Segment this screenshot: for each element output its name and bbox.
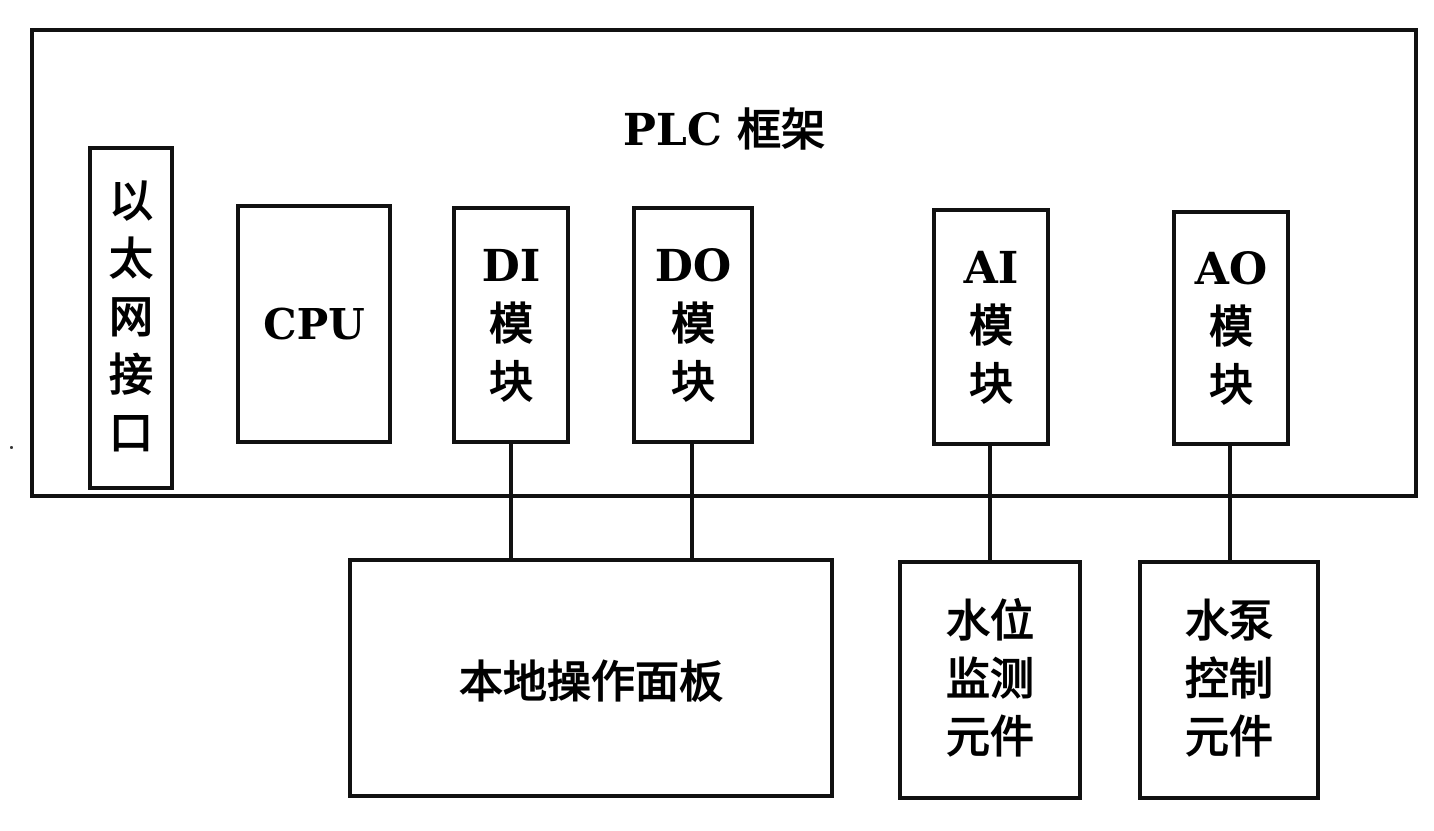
local-operation-panel-label: 本地操作面板 (459, 657, 723, 708)
ethernet-interface-module: 以 太 网 接 口 (88, 146, 174, 490)
pump-control-element: 水泵 控制 元件 (1138, 560, 1320, 800)
di-label-3: 块 (489, 357, 533, 408)
do-label-2: 模 (671, 299, 715, 350)
ethernet-char-1: 以 (109, 176, 153, 227)
ao-module: AO 模 块 (1172, 210, 1290, 446)
pump-line-2: 控制 (1185, 654, 1273, 705)
plc-frame-title: PLC 框架 (622, 105, 826, 156)
ethernet-char-2: 太 (109, 234, 153, 285)
ai-label-3: 块 (969, 359, 1013, 410)
do-label-3: 块 (671, 357, 715, 408)
water-level-line-3: 元件 (946, 712, 1034, 763)
scan-dot (10, 446, 13, 449)
di-to-panel-connector (509, 444, 513, 562)
ao-label: AO (1194, 244, 1268, 295)
local-operation-panel: 本地操作面板 (348, 558, 834, 798)
water-level-line-2: 监测 (946, 654, 1034, 705)
ai-module: AI 模 块 (932, 208, 1050, 446)
ethernet-char-3: 网 (109, 292, 153, 343)
pump-line-3: 元件 (1185, 712, 1273, 763)
do-module: DO 模 块 (632, 206, 754, 444)
ao-label-3: 块 (1209, 360, 1253, 411)
plc-frame: PLC 框架 (30, 28, 1418, 498)
water-level-line-1: 水位 (946, 596, 1034, 647)
di-module: DI 模 块 (452, 206, 570, 444)
ethernet-char-4: 接 (109, 350, 153, 401)
ao-label-2: 模 (1209, 302, 1253, 353)
ao-to-pump-connector (1228, 446, 1232, 562)
ai-label: AI (963, 243, 1019, 294)
do-to-panel-connector (690, 444, 694, 562)
do-label: DO (654, 241, 732, 292)
water-level-monitor: 水位 监测 元件 (898, 560, 1082, 800)
di-label-2: 模 (489, 299, 533, 350)
ethernet-char-5: 口 (109, 408, 153, 459)
pump-line-1: 水泵 (1185, 596, 1273, 647)
ai-to-water-level-connector (988, 446, 992, 562)
di-label: DI (481, 241, 541, 292)
cpu-module: CPU (236, 204, 392, 444)
cpu-label: CPU (263, 299, 365, 349)
ai-label-2: 模 (969, 301, 1013, 352)
